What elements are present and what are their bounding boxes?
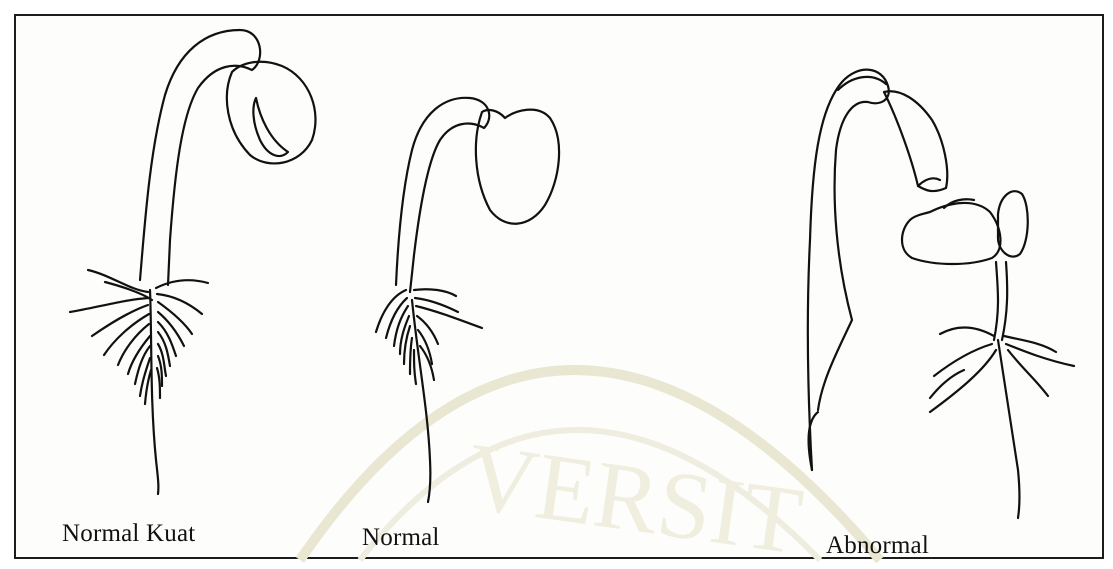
cotyledon — [902, 203, 1000, 264]
label-normal: Normal — [362, 524, 440, 552]
cotyledon — [227, 62, 316, 164]
stem — [994, 262, 998, 340]
seedling-normal-kuat — [70, 30, 315, 494]
label-normal-kuat: Normal Kuat — [62, 520, 195, 548]
primary-root — [150, 290, 158, 494]
cotyledon — [884, 91, 947, 191]
stem-outline — [396, 98, 489, 292]
primary-root — [998, 340, 1020, 518]
primary-root — [412, 300, 430, 502]
label-abnormal: Abnormal — [826, 532, 929, 560]
seedling-abnormal-right — [902, 191, 1074, 518]
stem-outline — [808, 70, 889, 470]
seedling-normal — [376, 98, 559, 502]
stem-outline — [140, 30, 260, 285]
cotyledon — [476, 110, 559, 224]
seedling-abnormal-left — [808, 70, 947, 470]
